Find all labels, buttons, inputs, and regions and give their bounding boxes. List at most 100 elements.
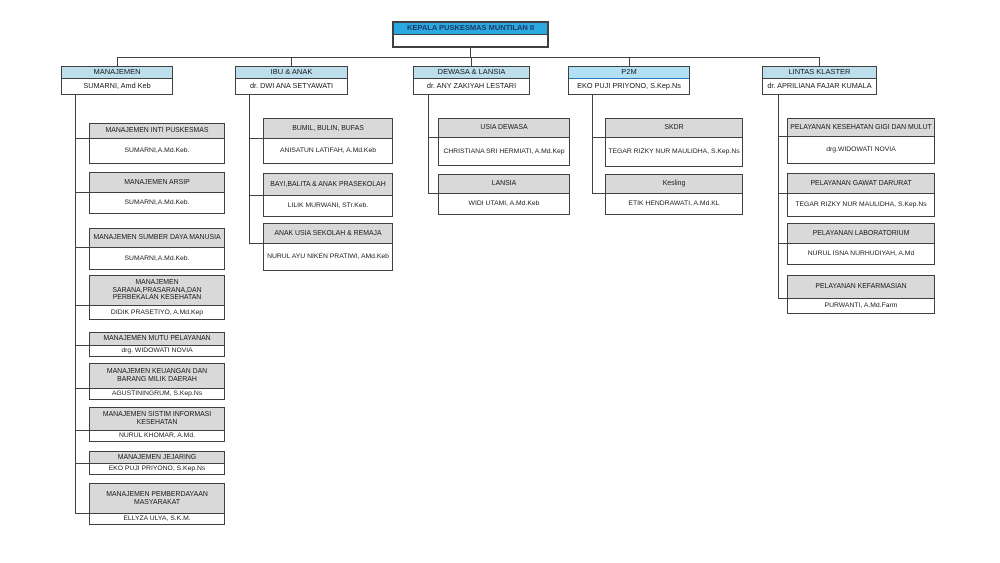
- org-box: Kesling ETIK HENDRAWATI, A.Md.KL: [605, 174, 743, 215]
- connector-line: [75, 192, 89, 193]
- connector-line: [75, 138, 89, 139]
- org-box-name: NURUL ISNA NURHUDIYAH, A.Md: [788, 244, 934, 264]
- org-box: MANAJEMEN SARANA,PRASARANA,DAN PERBEKALA…: [89, 275, 225, 320]
- org-box: MANAJEMEN PEMBERDAYAAN MASYARAKAT ELLYZA…: [89, 483, 225, 525]
- branch-box-p2m: P2M EKO PUJI PRIYONO, S.Kep.Ns: [568, 66, 690, 95]
- org-box-name: TEGAR RIZKY NUR MAULIDHA, S.Kep.Ns: [788, 194, 934, 216]
- org-box: MANAJEMEN SUMBER DAYA MANUSIA SUMARNI,A.…: [89, 228, 225, 270]
- org-box: PELAYANAN LABORATORIUM NURUL ISNA NURHUD…: [787, 223, 935, 265]
- connector-line: [470, 44, 471, 57]
- connector-line: [778, 298, 787, 299]
- org-box-name: SUMARNI,A.Md.Keb.: [90, 248, 224, 269]
- org-box-name: EKO PUJI PRIYONO, S.Kep.Ns: [90, 464, 224, 474]
- connector-line: [778, 93, 779, 298]
- org-box-title: MANAJEMEN MUTU PELAYANAN: [90, 333, 224, 346]
- connector-line: [75, 93, 76, 513]
- connector-line: [592, 93, 593, 193]
- org-box-title: MANAJEMEN SUMBER DAYA MANUSIA: [90, 229, 224, 248]
- org-box: ANAK USIA SEKOLAH & REMAJA NURUL AYU NIK…: [263, 223, 393, 271]
- connector-line: [117, 57, 820, 58]
- org-box: MANAJEMEN SISTIM INFORMASI KESEHATAN NUR…: [89, 407, 225, 442]
- org-box-title: MANAJEMEN INTI PUSKESMAS: [90, 124, 224, 139]
- connector-line: [778, 136, 787, 137]
- org-box: MANAJEMEN MUTU PELAYANAN drg. WIDOWATI N…: [89, 332, 225, 357]
- connector-line: [75, 345, 89, 346]
- org-box-name: NURUL KHOMAR, A.Md.: [90, 431, 224, 441]
- root-box: KEPALA PUSKESMAS MUNTILAN II: [392, 21, 549, 48]
- branch-box-lintas-klaster: LINTAS KLASTER dr. APRILIANA FAJAR KUMAL…: [762, 66, 877, 95]
- org-box-title: SKDR: [606, 119, 742, 138]
- org-box-title: MANAJEMEN SISTIM INFORMASI KESEHATAN: [90, 408, 224, 431]
- connector-line: [75, 463, 89, 464]
- org-box-title: PELAYANAN KESEHATAN GIGI DAN MULUT: [788, 119, 934, 137]
- org-box: USIA DEWASA CHRISTIANA SRI HERMIATI, A.M…: [438, 118, 570, 166]
- org-box-name: DIDIK PRASETIYO, A.Md.Kep: [90, 306, 224, 319]
- org-box: PELAYANAN KEFARMASIAN PURWANTI, A.Md.Far…: [787, 275, 935, 314]
- connector-line: [75, 247, 89, 248]
- connector-line: [249, 195, 263, 196]
- org-box-title: USIA DEWASA: [439, 119, 569, 138]
- connector-line: [629, 57, 630, 66]
- root-box-name: [394, 35, 547, 46]
- connector-line: [592, 137, 605, 138]
- org-box: PELAYANAN GAWAT DARURAT TEGAR RIZKY NUR …: [787, 173, 935, 217]
- connector-line: [291, 57, 292, 66]
- org-box-name: TEGAR RIZKY NUR MAULIDHA, S.Kep.Ns: [606, 138, 742, 166]
- root-box-title: KEPALA PUSKESMAS MUNTILAN II: [394, 23, 547, 35]
- org-box: SKDR TEGAR RIZKY NUR MAULIDHA, S.Kep.Ns: [605, 118, 743, 167]
- branch-name: EKO PUJI PRIYONO, S.Kep.Ns: [577, 81, 681, 91]
- branch-name: dr. DWI ANA SETYAWATI: [249, 81, 334, 91]
- connector-line: [471, 57, 472, 66]
- org-box-name: ELLYZA ULYA, S.K.M.: [90, 514, 224, 524]
- org-box-title: BUMIL, BULIN, BUFAS: [264, 119, 392, 139]
- org-box-name: SUMARNI,A.Md.Keb.: [90, 139, 224, 163]
- org-box-name: WIDI UTAMI, A.Md.Keb: [439, 194, 569, 214]
- org-box-title: PELAYANAN KEFARMASIAN: [788, 276, 934, 299]
- connector-line: [428, 137, 438, 138]
- org-box-title: PELAYANAN LABORATORIUM: [788, 224, 934, 244]
- org-box: MANAJEMEN KEUANGAN DAN BARANG MILIK DAER…: [89, 363, 225, 400]
- connector-line: [249, 138, 263, 139]
- connector-line: [75, 388, 89, 389]
- org-box: MANAJEMEN INTI PUSKESMAS SUMARNI,A.Md.Ke…: [89, 123, 225, 164]
- org-box-title: BAYI,BALITA & ANAK PRASEKOLAH: [264, 174, 392, 196]
- org-box-title: ANAK USIA SEKOLAH & REMAJA: [264, 224, 392, 244]
- org-box-name: ANISATUN LATIFAH, A.Md.Keb: [264, 139, 392, 163]
- connector-line: [819, 57, 820, 66]
- branch-title: DEWASA & LANSIA: [414, 67, 529, 79]
- org-box-name: ETIK HENDRAWATI, A.Md.KL: [606, 194, 742, 214]
- connector-line: [117, 57, 118, 66]
- branch-box-dewasa-lansia: DEWASA & LANSIA dr. ANY ZAKIYAH LESTARI: [413, 66, 530, 95]
- connector-line: [75, 305, 89, 306]
- connector-line: [249, 93, 250, 243]
- org-box-title: MANAJEMEN JEJARING: [90, 452, 224, 464]
- org-box: PELAYANAN KESEHATAN GIGI DAN MULUT drg.W…: [787, 118, 935, 164]
- org-box-name: SUMARNI,A.Md.Keb.: [90, 193, 224, 213]
- connector-line: [249, 243, 263, 244]
- connector-line: [778, 193, 787, 194]
- branch-title: P2M: [569, 67, 689, 79]
- branch-title: MANAJEMEN: [62, 67, 172, 79]
- connector-line: [75, 513, 89, 514]
- branch-title: IBU & ANAK: [236, 67, 347, 79]
- org-box-name: LILIK MURWANI, STr.Keb.: [264, 196, 392, 216]
- branch-box-manajemen: MANAJEMEN SUMARNI, Amd Keb: [61, 66, 173, 95]
- org-box-name: NURUL AYU NIKEN PRATIWI, AMd.Keb: [264, 244, 392, 270]
- org-box: LANSIA WIDI UTAMI, A.Md.Keb: [438, 174, 570, 215]
- org-box-name: AGUSTININGRUM, S.Kep.Ns: [90, 389, 224, 399]
- org-box-name: drg.WIDOWATI NOVIA: [788, 137, 934, 163]
- connector-line: [592, 193, 605, 194]
- org-box-name: drg. WIDOWATI NOVIA: [90, 346, 224, 356]
- branch-name: SUMARNI, Amd Keb: [83, 81, 151, 91]
- org-box-name: PURWANTI, A.Md.Farm: [788, 299, 934, 313]
- org-box-title: Kesling: [606, 175, 742, 194]
- org-box: MANAJEMEN JEJARING EKO PUJI PRIYONO, S.K…: [89, 451, 225, 475]
- org-box: BAYI,BALITA & ANAK PRASEKOLAH LILIK MURW…: [263, 173, 393, 217]
- org-box-title: MANAJEMEN KEUANGAN DAN BARANG MILIK DAER…: [90, 364, 224, 389]
- connector-line: [428, 193, 438, 194]
- org-box-title: PELAYANAN GAWAT DARURAT: [788, 174, 934, 194]
- org-box-title: MANAJEMEN ARSIP: [90, 173, 224, 193]
- branch-title: LINTAS KLASTER: [763, 67, 876, 79]
- org-box-title: MANAJEMEN SARANA,PRASARANA,DAN PERBEKALA…: [90, 276, 224, 306]
